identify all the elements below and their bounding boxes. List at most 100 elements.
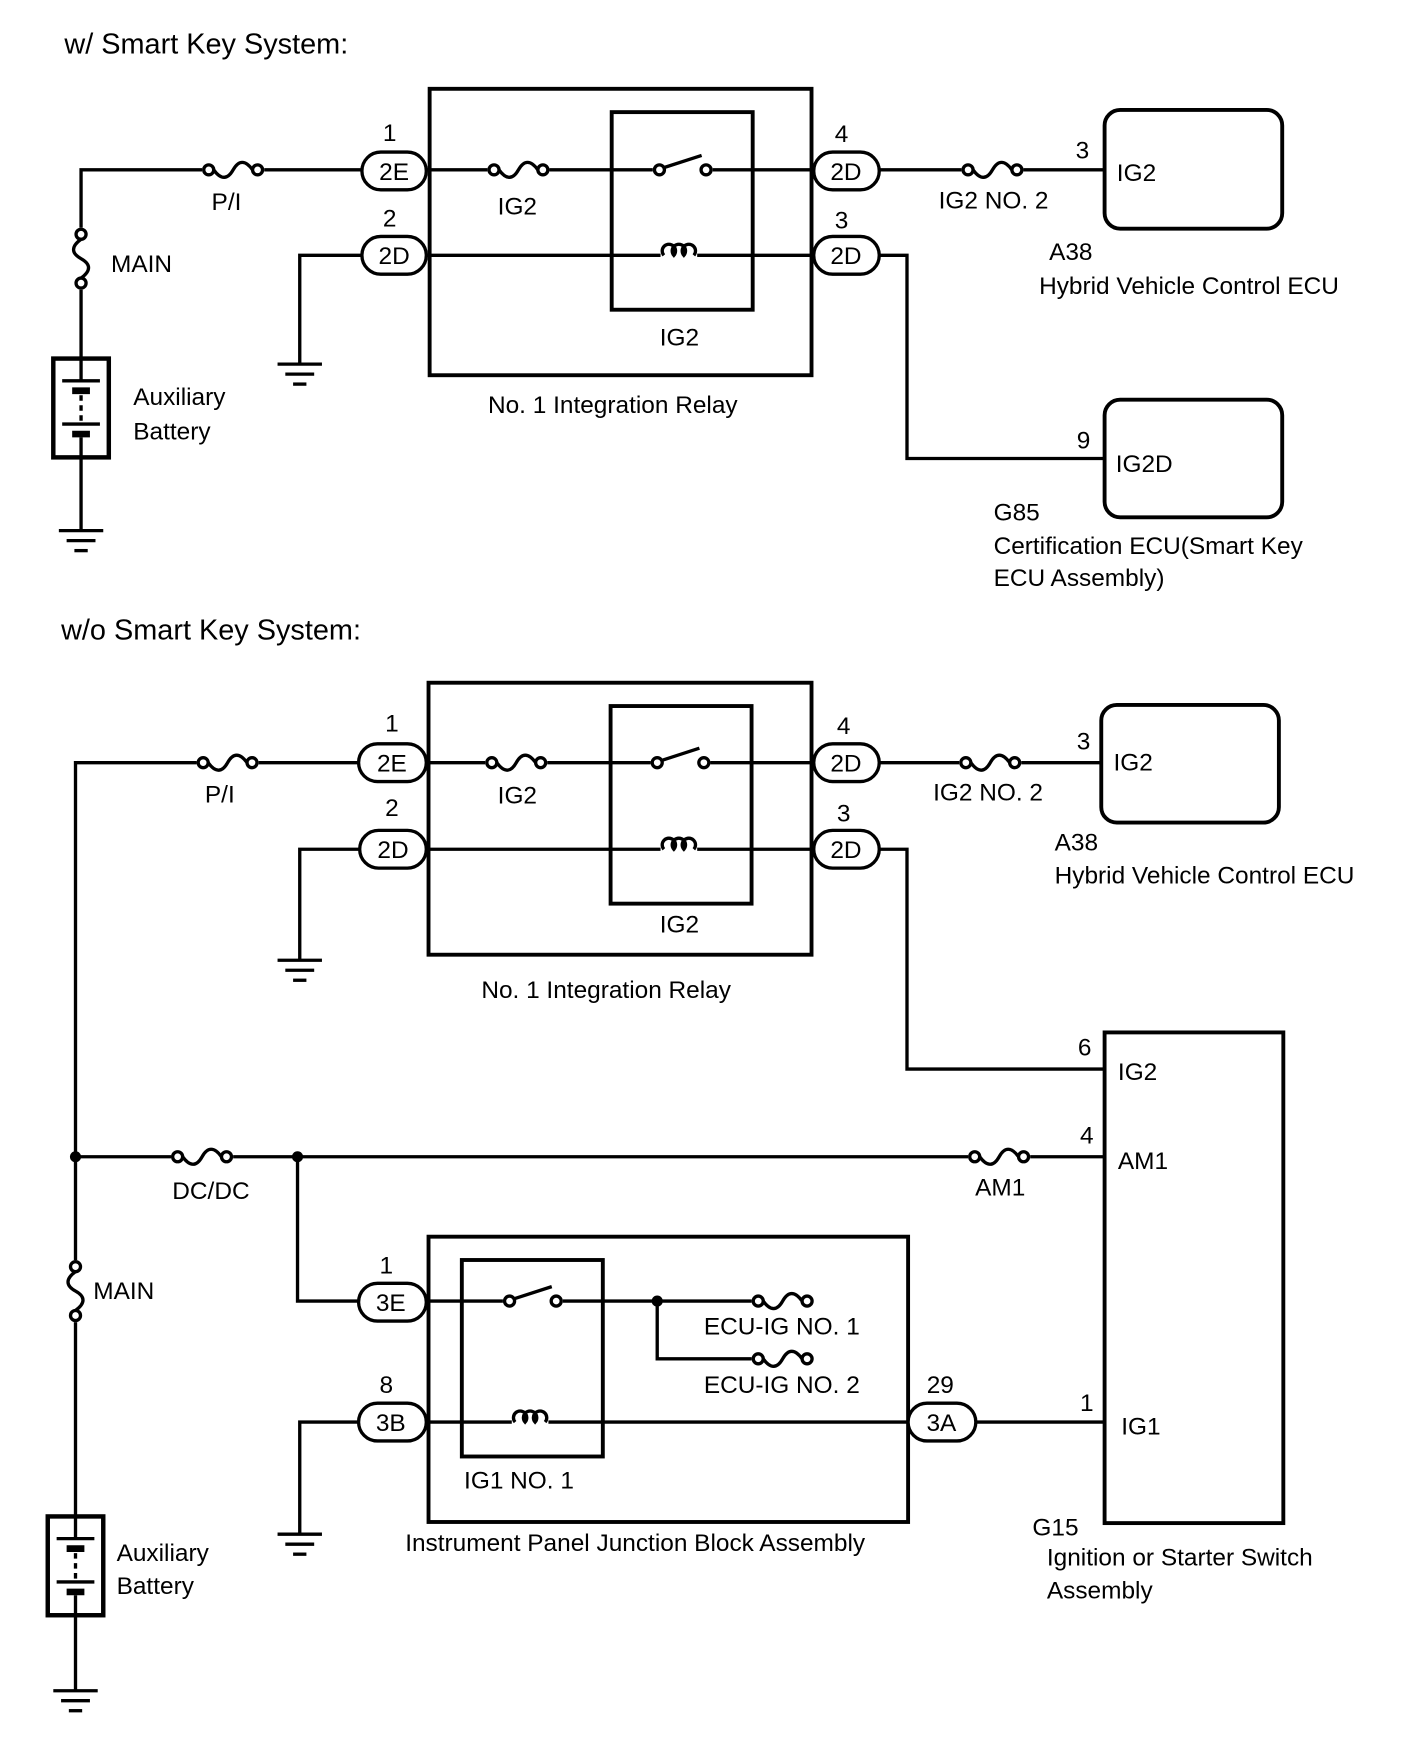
fuse-ecu-ig-no1-icon	[749, 1288, 816, 1314]
relay-switch-icon	[651, 148, 715, 179]
battery-label: Battery	[133, 419, 211, 446]
hv-ecu-box	[1099, 702, 1281, 825]
ground-icon	[275, 362, 324, 386]
component-code: A38	[1049, 239, 1092, 266]
section-title: w/ Smart Key System:	[63, 28, 348, 60]
component-code: A38	[1055, 829, 1098, 856]
battery-icon	[53, 359, 109, 458]
connector-code: 3E	[376, 1290, 406, 1317]
section-without-smart-key: w/o Smart Key System:	[48, 614, 1354, 1713]
relay-switch-icon	[648, 741, 713, 771]
fuse-label: IG2 NO. 2	[939, 188, 1049, 215]
wire-junction	[69, 1151, 82, 1163]
connector-code: 3A	[926, 1410, 957, 1437]
terminal-name: IG2D	[1116, 451, 1173, 478]
hv-ecu-box	[1102, 107, 1285, 231]
terminal-name: AM1	[1118, 1148, 1168, 1175]
connector-3e	[356, 1281, 428, 1323]
pin-number: 3	[837, 800, 851, 827]
relay-switch-icon	[501, 1279, 565, 1310]
connector-code: 2D	[830, 751, 861, 778]
pin-number: 1	[385, 711, 399, 738]
wire-battery-feed	[79, 168, 362, 531]
pin-number: 9	[1077, 427, 1091, 454]
ig1-relay-box	[459, 1258, 605, 1459]
pin-number: 3	[835, 208, 849, 235]
relay-label: IG1 NO. 1	[464, 1468, 574, 1495]
terminal-name: IG2	[1113, 749, 1152, 776]
fuse-label: MAIN	[111, 251, 172, 278]
pin-number: 4	[835, 121, 849, 148]
terminal-name: IG2	[1117, 160, 1156, 187]
junction-block-name: Instrument Panel Junction Block Assembly	[405, 1530, 866, 1557]
fuse-pi-icon	[194, 749, 261, 776]
connector-2e	[356, 742, 428, 784]
connector-2e	[360, 150, 428, 192]
pin-number: 29	[927, 1372, 954, 1399]
section-title: w/o Smart Key System:	[60, 614, 361, 646]
battery-label: Auxiliary	[117, 1540, 210, 1567]
fuse-label: MAIN	[93, 1278, 154, 1305]
battery-icon	[48, 1516, 104, 1615]
relay-coil-icon	[658, 240, 699, 263]
ignition-switch-box	[1102, 1030, 1286, 1526]
fuse-pi-icon	[200, 157, 266, 183]
pin-number: 3	[1077, 728, 1091, 755]
pin-number: 4	[837, 713, 851, 740]
ground-icon	[275, 1532, 324, 1556]
pin-number: 2	[385, 795, 399, 822]
wire-junction-ground	[298, 1420, 359, 1535]
component-code: G85	[994, 500, 1040, 527]
wire-to-ignition-ig2	[879, 847, 1105, 1071]
section-with-smart-key: w/ Smart Key System: P/I MAIN Auxilia	[53, 28, 1339, 592]
fuse-main-icon	[68, 225, 94, 292]
relay-coil-icon	[658, 834, 699, 857]
relay-name: No. 1 Integration Relay	[481, 977, 731, 1004]
connector-code: 2D	[379, 243, 410, 270]
fuse-label: P/I	[212, 189, 242, 216]
battery-label: Battery	[117, 1573, 195, 1600]
component-name: Ignition or Starter Switch	[1047, 1544, 1313, 1571]
terminal-name: IG1	[1121, 1413, 1160, 1440]
wire-junction	[651, 1295, 663, 1307]
wire-ecu-ig-no2	[655, 1301, 759, 1361]
relay-label: IG2	[660, 324, 699, 351]
wire-junction	[291, 1151, 304, 1163]
pin-number: 1	[383, 120, 397, 147]
component-name: Hybrid Vehicle Control ECU	[1039, 273, 1339, 300]
fuse-ig2-icon	[483, 749, 549, 776]
connector-code: 2D	[830, 159, 861, 186]
wire-to-cert-ecu	[879, 253, 1105, 461]
fuse-label: IG2	[498, 193, 537, 220]
fuse-label: ECU-IG NO. 2	[704, 1372, 860, 1399]
pin-number: 1	[380, 1252, 394, 1279]
fuse-label: ECU-IG NO. 1	[704, 1313, 860, 1340]
connector-code: 2D	[377, 837, 408, 864]
connector-3a	[906, 1401, 978, 1443]
connector-2d-ground	[358, 828, 428, 870]
wire-battery-feed	[73, 760, 359, 1691]
connector-2d-switch	[812, 150, 881, 192]
component-name: Assembly	[1047, 1578, 1154, 1605]
pin-number: 6	[1078, 1035, 1092, 1062]
terminal-name: IG2	[1118, 1059, 1157, 1086]
fuse-ig2-no2-icon	[959, 157, 1026, 183]
wire-relay-ground	[298, 847, 360, 961]
connector-code: 2D	[830, 837, 861, 864]
component-name: Certification ECU(Smart Key	[994, 533, 1304, 560]
connector-code: 2E	[379, 159, 409, 186]
connector-2d-coil	[812, 828, 881, 870]
pin-number: 2	[383, 205, 397, 232]
connector-2d-switch	[812, 742, 881, 784]
battery-label: Auxiliary	[133, 384, 226, 411]
pin-number: 1	[1080, 1390, 1094, 1417]
relay-label: IG2	[660, 912, 699, 939]
connector-2d-ground	[360, 234, 428, 276]
integration-relay-box	[427, 86, 814, 378]
ground-icon	[275, 958, 324, 982]
cert-ecu-box	[1102, 397, 1285, 520]
ground-icon	[57, 528, 105, 553]
relay-coil-icon	[510, 1407, 551, 1430]
fuse-am1-icon	[966, 1143, 1032, 1170]
